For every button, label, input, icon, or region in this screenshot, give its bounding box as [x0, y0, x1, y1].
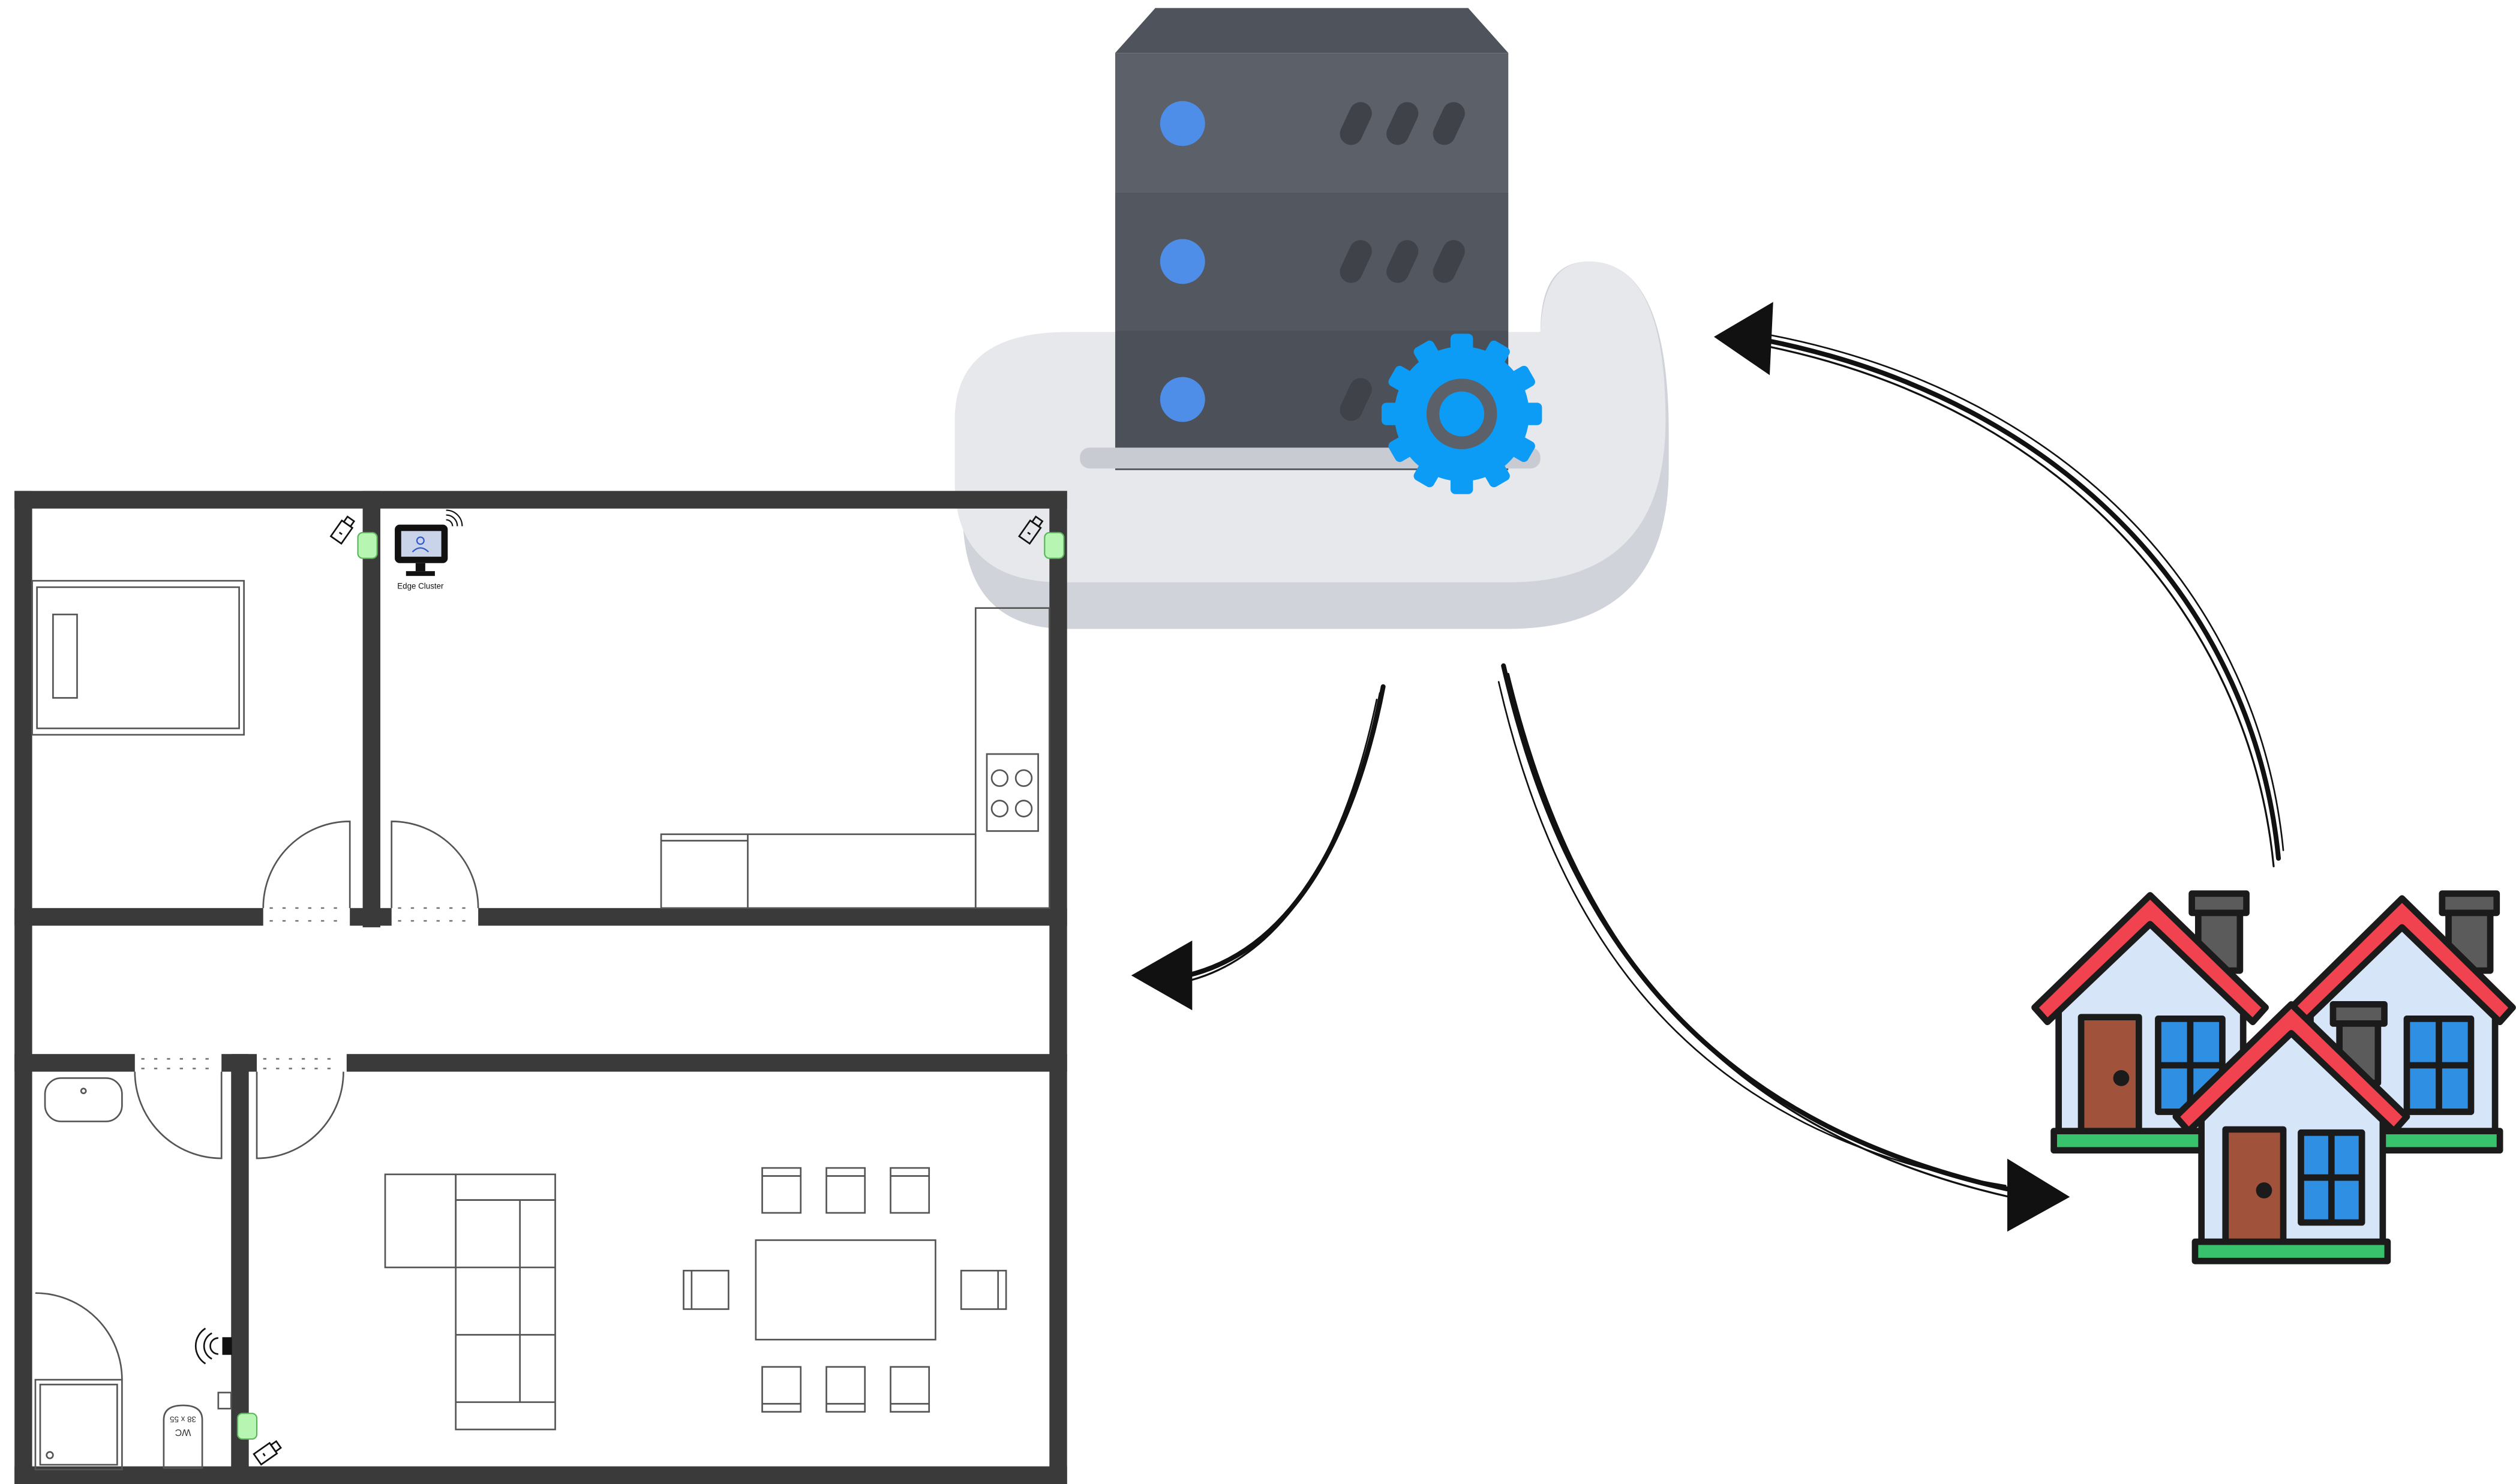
- edge-cluster-device[interactable]: Edge Cluster: [395, 509, 463, 591]
- sensor-living[interactable]: [236, 1413, 283, 1466]
- sink: [44, 1077, 123, 1122]
- shower-tray: [34, 1378, 123, 1471]
- cloud-server: [954, 8, 1669, 629]
- usb-sensor-icon: [1017, 515, 1044, 545]
- dining-table: [755, 1239, 936, 1341]
- house-back-left: [2031, 890, 2269, 1154]
- usb-sensor-icon: [329, 515, 356, 545]
- sensor-status-light: [1044, 531, 1065, 559]
- toilet-label: WC: [175, 1427, 191, 1438]
- arrows: [1131, 302, 2284, 1232]
- arrow-houses-to-cloud: [1713, 302, 2284, 867]
- wifi-signal-icon: [194, 1327, 232, 1365]
- door-thresholds: [141, 907, 475, 1070]
- monitor-icon: [395, 524, 448, 576]
- stove: [986, 753, 1039, 832]
- door-bedroom: [262, 821, 351, 908]
- dining-chairs: [683, 1167, 1007, 1413]
- toilet-labels: WC 38 x 55: [170, 1415, 196, 1438]
- house-front: [2172, 1001, 2410, 1264]
- door-bathroom: [134, 1071, 223, 1159]
- gear-icon: [1381, 334, 1542, 494]
- bed: [31, 579, 245, 736]
- sensor-bedroom[interactable]: [329, 515, 378, 559]
- sensor-status-light: [357, 531, 378, 559]
- arrow-cloud-to-houses: [1497, 663, 2070, 1232]
- toilet: [163, 1392, 232, 1469]
- sensor-status-light: [236, 1413, 258, 1440]
- door-kitchen: [391, 821, 479, 908]
- toilet-dimensions: 38 x 55: [170, 1415, 196, 1424]
- sensor-kitchen[interactable]: [1017, 515, 1065, 559]
- usb-sensor-icon: [253, 1440, 283, 1466]
- houses-icon: [2031, 890, 2516, 1264]
- floor-plan: WC 38 x 55 Edge Cluster: [14, 491, 1067, 1484]
- sofa: [384, 1173, 556, 1431]
- arrow-cloud-to-floorplan: [1131, 684, 1386, 1011]
- wifi-signal-icon: [446, 509, 463, 527]
- kitchen-counter: [660, 607, 1050, 909]
- edge-cluster-label: Edge Cluster: [397, 582, 444, 591]
- walls: [14, 491, 1067, 1484]
- bathroom-wifi: [194, 1327, 232, 1365]
- door-living: [256, 1071, 344, 1159]
- door-shower: [35, 1292, 123, 1380]
